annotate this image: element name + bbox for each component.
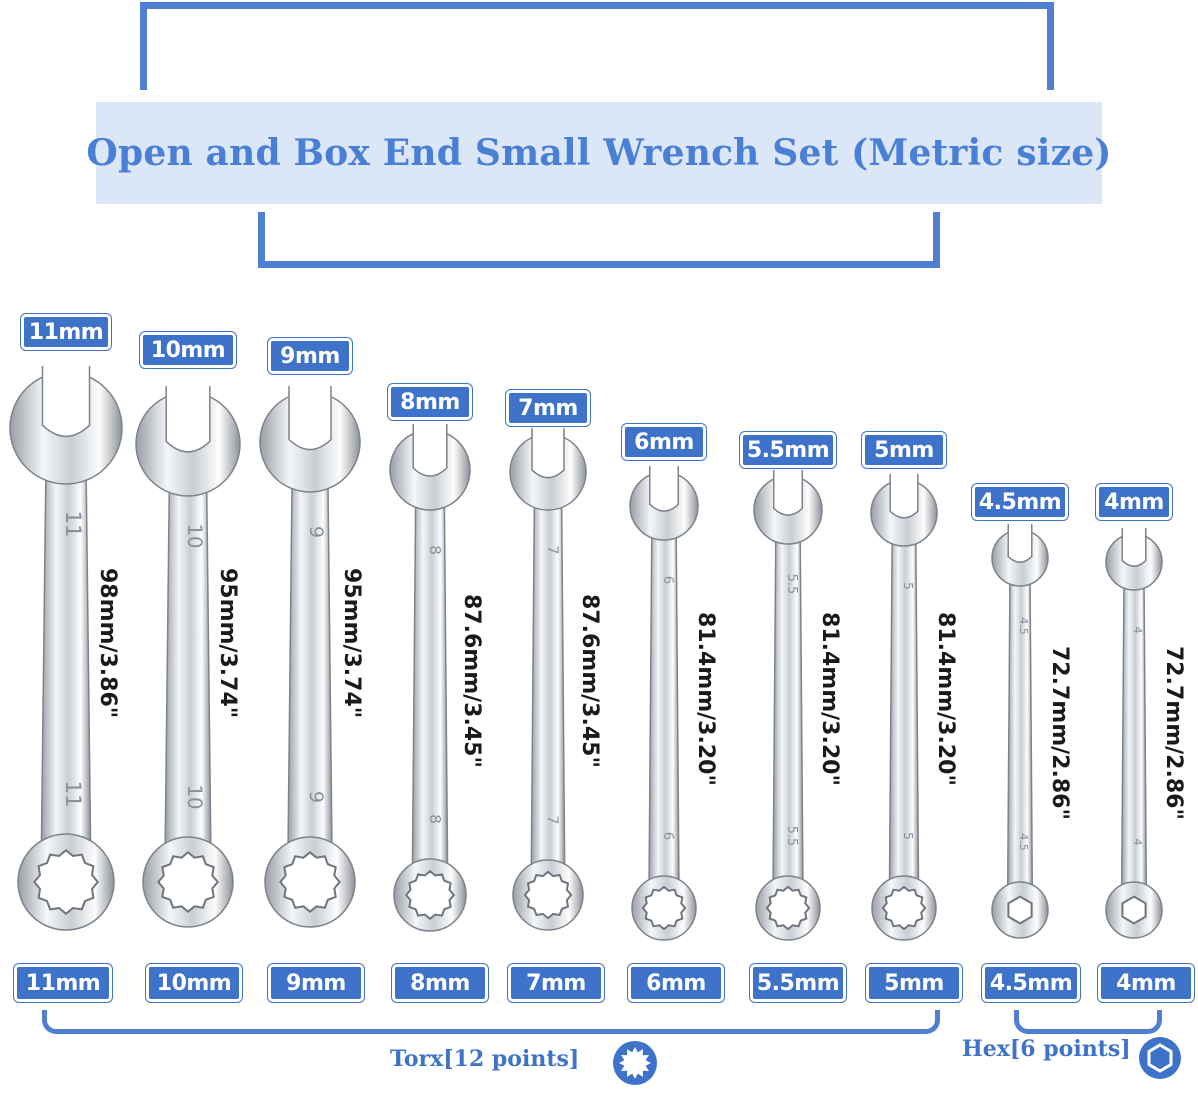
twelve-point-opening [765, 885, 811, 931]
top-bracket-decoration [140, 2, 1054, 90]
length-label: 81.4mm/3.20" [933, 612, 958, 786]
length-label: 98mm/3.86" [95, 568, 120, 719]
stamp-bottom: 7 [544, 815, 560, 824]
wrench-10mm: 10 10 [135, 386, 241, 928]
top-size-badge: 4mm [1096, 484, 1172, 520]
bottom-size-badge: 4.5mm [982, 964, 1080, 1002]
length-label: 87.6mm/3.45" [459, 594, 484, 768]
hex-opening [1007, 895, 1033, 925]
wrench-4mm: 44 [1105, 528, 1163, 939]
wrench-5.5mm: 5.5 5.5 [753, 470, 823, 941]
stamp-bottom: 9 [305, 791, 327, 803]
stamp-top: 4 [1131, 627, 1144, 634]
length-label: 87.6mm/3.45" [577, 594, 602, 768]
top-size-badge: 9mm [268, 338, 352, 374]
length-label: 95mm/3.74" [339, 568, 364, 719]
jaw-opening [1007, 524, 1033, 563]
twelve-point-opening [278, 850, 342, 914]
bottom-size-badge: 4mm [1098, 964, 1194, 1002]
hexagon-icon [1138, 1036, 1182, 1080]
twelve-point-star-icon [612, 1040, 658, 1086]
stamp-bottom: 4 [1131, 839, 1144, 846]
stamp-top: 7 [544, 545, 560, 554]
stamp-bottom: 4.5 [1017, 833, 1030, 851]
stamp-top: 5 [901, 582, 916, 590]
stamp-bottom: 10 [183, 785, 206, 810]
torx-legend-label: Torx[12 points] [390, 1046, 580, 1072]
stamp-bottom: 5.5 [784, 826, 799, 846]
stamp-top: 4.5 [1017, 617, 1030, 635]
hex-legend-label: Hex[6 points] [962, 1036, 1131, 1062]
length-label: 72.7mm/2.86" [1047, 646, 1072, 820]
hex-group-bracket [1014, 1010, 1162, 1034]
length-label: 81.4mm/3.20" [693, 612, 718, 786]
jaw-opening [531, 428, 565, 479]
twelve-point-opening [523, 870, 573, 920]
top-size-badge: 8mm [388, 384, 472, 420]
wrench-8mm: 88 [389, 424, 471, 932]
bottom-size-badge: 10mm [146, 964, 242, 1002]
twelve-point-opening [404, 869, 456, 921]
stamp-bottom: 11 [61, 781, 86, 808]
bottom-size-badge: 6mm [628, 964, 724, 1002]
top-size-badge: 7mm [506, 390, 590, 426]
jaw-opening [288, 386, 332, 451]
bottom-size-badge: 5.5mm [750, 964, 846, 1002]
stamp-top: 11 [61, 511, 86, 538]
torx-group-bracket [42, 1010, 940, 1034]
bottom-size-badge: 7mm [508, 964, 604, 1002]
top-size-badge: 5.5mm [740, 432, 836, 468]
jaw-opening [889, 474, 919, 519]
twelve-point-opening [641, 885, 687, 931]
bottom-size-badge: 5mm [866, 964, 962, 1002]
hex-opening [1121, 895, 1147, 925]
twelve-point-opening [33, 849, 99, 915]
stamp-top: 6 [660, 576, 675, 584]
title-band: Open and Box End Small Wrench Set (Metri… [86, 102, 1111, 204]
top-size-badge: 4.5mm [972, 484, 1068, 520]
top-size-badge: 11mm [21, 314, 111, 350]
page-title: Open and Box End Small Wrench Set (Metri… [86, 132, 1112, 174]
jaw-opening [165, 386, 211, 453]
length-label: 95mm/3.74" [215, 568, 240, 719]
twelve-point-opening [156, 850, 220, 914]
bottom-bracket-decoration [258, 212, 940, 268]
wrench-9mm: 99 [259, 386, 361, 928]
top-size-badge: 5mm [862, 432, 946, 468]
bottom-size-badge: 11mm [14, 964, 112, 1002]
bottom-size-badge: 9mm [268, 964, 364, 1002]
wrench-4.5mm: 4.5 4.5 [991, 524, 1049, 939]
jaw-opening [772, 470, 804, 516]
wrench-11mm: 11 11 [9, 366, 123, 931]
wrench-7mm: 77 [509, 428, 587, 931]
stamp-top: 5.5 [784, 574, 799, 594]
wrench-6mm: 66 [629, 466, 699, 941]
jaw-opening [412, 424, 448, 477]
stamp-top: 9 [305, 526, 327, 538]
jaw-opening [41, 366, 91, 438]
stamp-top: 8 [426, 545, 444, 555]
stamp-bottom: 5 [901, 832, 916, 840]
jaw-opening [648, 466, 680, 512]
top-size-badge: 10mm [140, 332, 236, 368]
jaw-opening [1121, 528, 1147, 567]
stamp-bottom: 8 [426, 814, 444, 824]
length-label: 81.4mm/3.20" [817, 612, 842, 786]
twelve-point-opening [881, 885, 927, 931]
stamp-bottom: 6 [660, 832, 675, 840]
wrench-5mm: 55 [870, 474, 938, 941]
length-label: 72.7mm/2.86" [1161, 646, 1186, 820]
stamp-top: 10 [183, 524, 206, 549]
bottom-size-badge: 8mm [392, 964, 488, 1002]
top-size-badge: 6mm [622, 424, 706, 460]
